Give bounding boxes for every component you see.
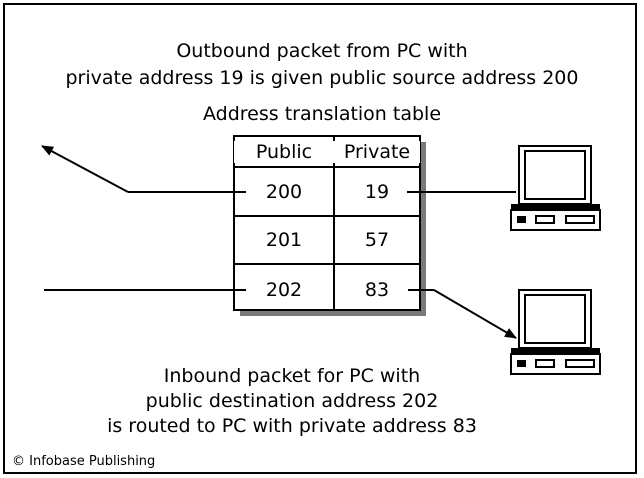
public-address-cell: 202 — [260, 279, 308, 301]
inbound-caption-line: is routed to PC with private address 83 — [107, 415, 477, 437]
computer-icon — [510, 289, 601, 375]
public-column-header: Public — [234, 141, 334, 163]
private-address-cell: 57 — [358, 229, 396, 251]
public-address-cell: 200 — [260, 181, 308, 203]
table-title: Address translation table — [202, 103, 442, 125]
inbound-caption-line: public destination address 202 — [145, 390, 439, 412]
outbound-caption-line: private address 19 is given public sourc… — [65, 67, 579, 89]
diagram-frame — [3, 3, 637, 474]
outbound-arrow — [41, 145, 129, 193]
private-column-header: Private — [334, 141, 420, 163]
private-address-cell: 19 — [358, 181, 396, 203]
inbound-caption: Inbound packet for PC with public destin… — [100, 364, 484, 439]
inbound-arrow — [433, 289, 517, 339]
copyright-notice: © Infobase Publishing — [12, 454, 156, 469]
outbound-caption: Outbound packet from PC with private add… — [40, 38, 604, 92]
computer-icon — [510, 145, 601, 231]
private-address-cell: 83 — [358, 279, 396, 301]
inbound-caption-line: Inbound packet for PC with — [163, 365, 421, 387]
public-address-cell: 201 — [260, 229, 308, 251]
outbound-caption-line: Outbound packet from PC with — [176, 40, 468, 62]
